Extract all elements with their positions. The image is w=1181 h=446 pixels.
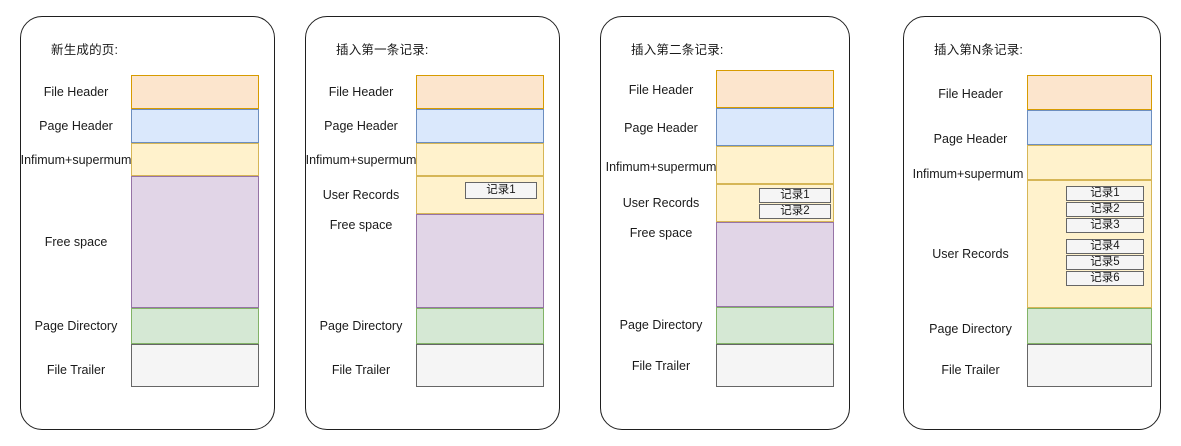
block-page-header[interactable] <box>716 108 834 146</box>
block-free-space[interactable] <box>131 176 259 308</box>
panel-title: 新生成的页: <box>51 43 119 57</box>
label-file-trailer: File Trailer <box>331 363 391 377</box>
label-infimum-supremum: Infimum+supermum <box>20 153 132 167</box>
label-file-header: File Header <box>328 85 394 99</box>
record-chip[interactable]: 记录3 <box>1066 218 1144 233</box>
label-free-space: Free space <box>329 218 393 232</box>
block-infimum-supremum[interactable] <box>1027 145 1152 180</box>
record-chip[interactable]: 记录5 <box>1066 255 1144 270</box>
label-user-records: User Records <box>932 247 1009 261</box>
block-file-header[interactable] <box>1027 75 1152 110</box>
label-page-header: Page Header <box>324 119 398 133</box>
block-page-directory[interactable] <box>131 308 259 344</box>
label-file-trailer: File Trailer <box>631 359 691 373</box>
block-file-trailer[interactable] <box>716 344 834 387</box>
record-chip[interactable]: 记录2 <box>1066 202 1144 217</box>
block-page-directory[interactable] <box>1027 308 1152 344</box>
page-structure-column: 记录1 记录2 记录3 记录4 记录5 记录6 <box>1027 75 1152 387</box>
block-file-trailer[interactable] <box>131 344 259 387</box>
label-infimum-supremum: Infimum+supermum <box>912 167 1024 181</box>
panel-new-page[interactable]: 新生成的页: File Header Page Header Infimum+s… <box>20 16 275 430</box>
label-infimum-supremum: Infimum+supermum <box>305 153 417 167</box>
block-free-space[interactable] <box>416 214 544 308</box>
label-user-records: User Records <box>322 188 400 202</box>
block-file-trailer[interactable] <box>416 344 544 387</box>
label-infimum-supremum: Infimum+supermum <box>605 160 717 174</box>
page-structure-column <box>131 75 259 387</box>
block-page-header[interactable] <box>1027 110 1152 145</box>
panel-title: 插入第二条记录: <box>631 43 724 57</box>
record-chip[interactable]: 记录6 <box>1066 271 1144 286</box>
record-chip[interactable]: 记录1 <box>465 182 537 199</box>
block-page-header[interactable] <box>416 109 544 143</box>
block-page-directory[interactable] <box>716 307 834 344</box>
label-file-header: File Header <box>938 87 1003 101</box>
block-file-trailer[interactable] <box>1027 344 1152 387</box>
block-file-header[interactable] <box>716 70 834 108</box>
label-page-header: Page Header <box>39 119 113 133</box>
block-infimum-supremum[interactable] <box>131 143 259 176</box>
panel-title: 插入第N条记录: <box>934 43 1024 57</box>
block-page-header[interactable] <box>131 109 259 143</box>
label-file-trailer: File Trailer <box>46 363 106 377</box>
panel-title: 插入第一条记录: <box>336 43 429 57</box>
block-infimum-supremum[interactable] <box>716 146 834 184</box>
label-file-header: File Header <box>628 83 694 97</box>
label-user-records: User Records <box>622 196 700 210</box>
label-free-space: Free space <box>44 235 108 249</box>
block-file-header[interactable] <box>131 75 259 109</box>
block-user-records[interactable]: 记录1 <box>416 176 544 214</box>
page-structure-column: 记录1 <box>416 75 544 387</box>
label-file-header: File Header <box>43 85 109 99</box>
label-page-header: Page Header <box>933 132 1008 146</box>
block-file-header[interactable] <box>416 75 544 109</box>
record-chip[interactable]: 记录2 <box>759 204 831 219</box>
panel-second-record[interactable]: 插入第二条记录: 记录1 记录2 File Header Page Header… <box>600 16 850 430</box>
page-structure-column: 记录1 记录2 <box>716 70 834 387</box>
panel-first-record[interactable]: 插入第一条记录: 记录1 File Header Page Header Inf… <box>305 16 560 430</box>
label-page-directory: Page Directory <box>34 319 118 333</box>
block-user-records[interactable]: 记录1 记录2 <box>716 184 834 222</box>
panel-nth-record[interactable]: 插入第N条记录: 记录1 记录2 记录3 记录4 记录5 记录6 File He… <box>903 16 1161 430</box>
label-page-directory: Page Directory <box>929 322 1012 336</box>
block-infimum-supremum[interactable] <box>416 143 544 176</box>
record-chip[interactable]: 记录1 <box>1066 186 1144 201</box>
label-free-space: Free space <box>629 226 693 240</box>
label-page-directory: Page Directory <box>619 318 703 332</box>
label-page-header: Page Header <box>624 121 698 135</box>
label-file-trailer: File Trailer <box>941 363 1000 377</box>
record-chip[interactable]: 记录1 <box>759 188 831 203</box>
block-user-records[interactable]: 记录1 记录2 记录3 记录4 记录5 记录6 <box>1027 180 1152 308</box>
label-page-directory: Page Directory <box>319 319 403 333</box>
block-free-space[interactable] <box>716 222 834 307</box>
block-page-directory[interactable] <box>416 308 544 344</box>
record-chip[interactable]: 记录4 <box>1066 239 1144 254</box>
